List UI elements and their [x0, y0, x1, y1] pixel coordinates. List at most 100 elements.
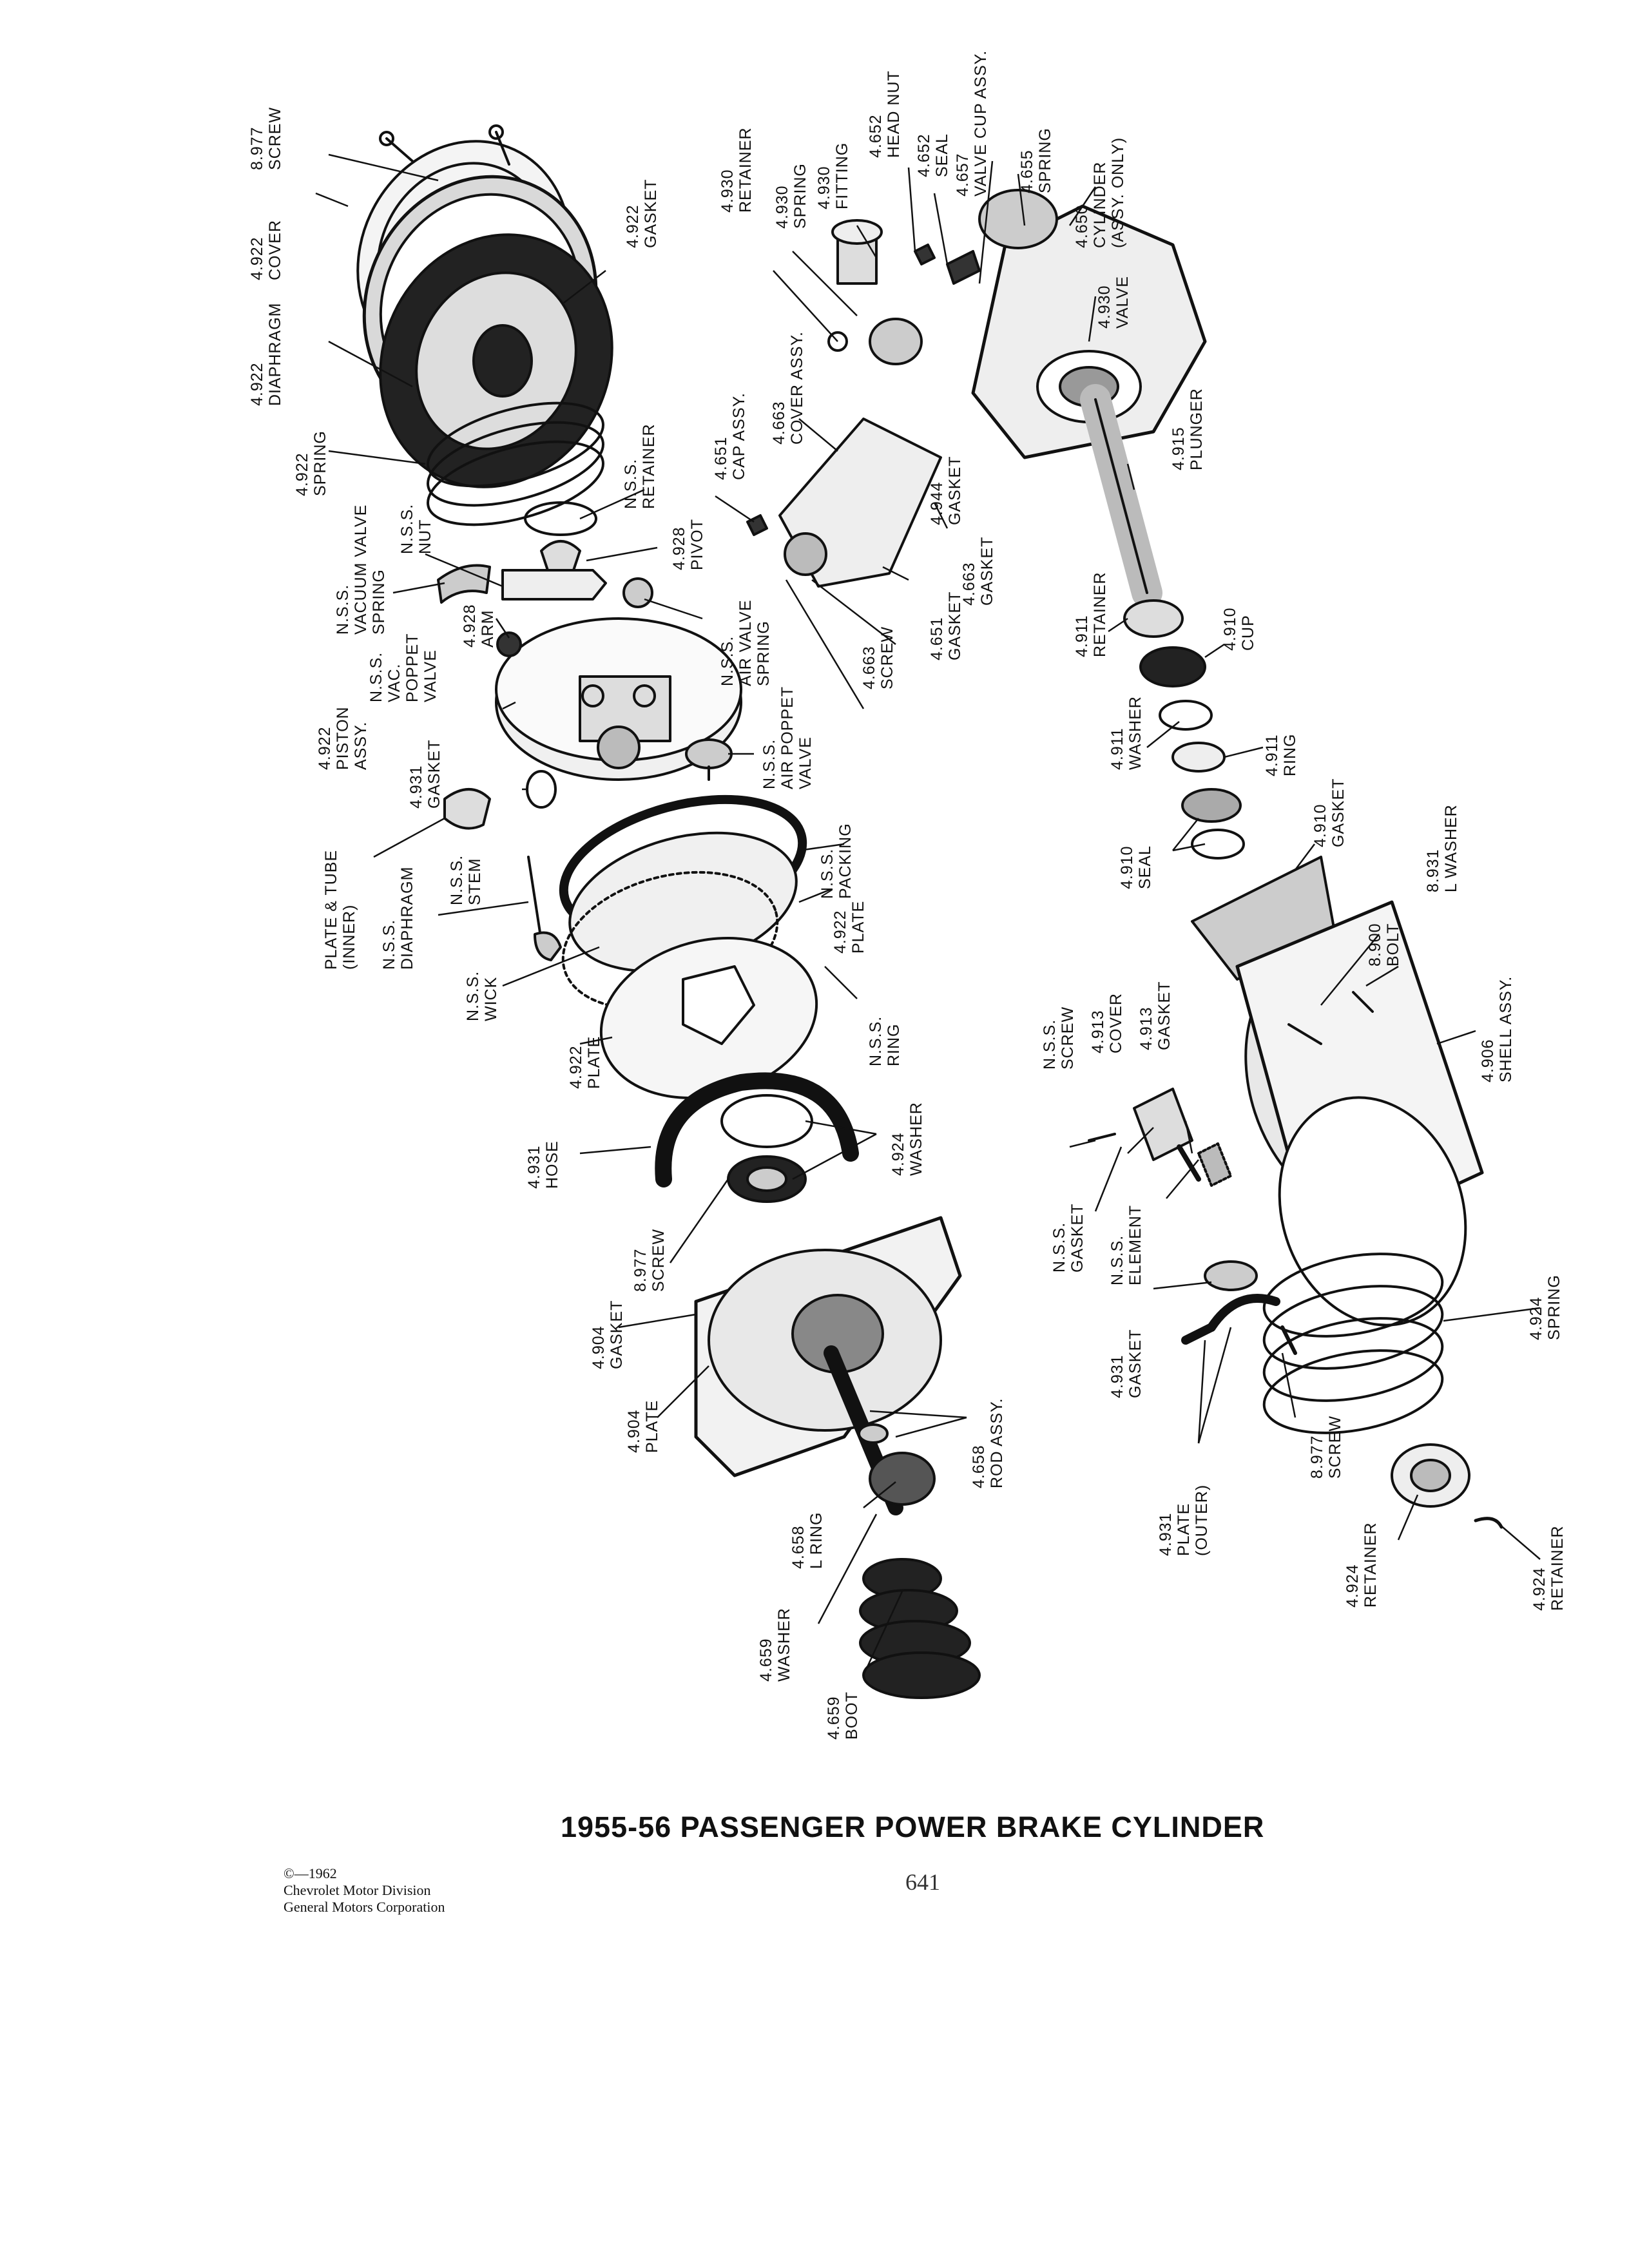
label-ring-nss: N.S.S.RING	[867, 1015, 903, 1066]
small-diaphragm	[534, 931, 562, 961]
ring-4911	[1171, 742, 1226, 773]
label-wick-nss: N.S.S.WICK	[464, 970, 500, 1021]
label-diaphragm-nss: N.S.S.DIAPHRAGM	[380, 866, 416, 970]
small-gasket	[526, 770, 557, 809]
shell-assy	[1235, 900, 1484, 1327]
label-plate-tube-inner: PLATE & TUBE(INNER)	[322, 849, 358, 970]
hose-part	[655, 1072, 859, 1203]
inner-plate-tube	[443, 788, 491, 830]
label-gasket-nss: N.S.S.GASKET	[1050, 1203, 1086, 1273]
plate-part	[599, 937, 818, 1099]
label-stem-nss: N.S.S.STEM	[448, 854, 484, 905]
label-retainer-nss: N.S.S.RETAINER	[622, 423, 658, 509]
large-spring	[427, 401, 604, 536]
plunger-rod	[1080, 384, 1162, 608]
small-cover-4913	[1088, 1088, 1232, 1187]
stem-part	[527, 856, 543, 942]
small-retainer	[827, 331, 848, 352]
diaphragm-part	[379, 233, 613, 488]
valve-body-cylinder	[971, 189, 1207, 459]
valve-cap	[869, 318, 923, 365]
washer-4911	[1159, 700, 1213, 731]
seal-4910	[1181, 788, 1242, 823]
end-retainer	[1391, 1443, 1503, 1529]
page-title: 1955-56 PASSENGER POWER BRAKE CYLINDER	[561, 1811, 1265, 1843]
seal-4910-b	[1191, 829, 1245, 860]
push-rod	[824, 1345, 936, 1515]
page-number: 641	[905, 1869, 940, 1895]
packing-ring	[559, 794, 807, 1011]
retainer-4911	[1123, 599, 1184, 638]
fitting-part	[831, 219, 981, 285]
return-spring	[1262, 1253, 1444, 1434]
cover-assy-plate	[746, 418, 942, 588]
label-nut-nss: N.S.S.NUT	[398, 503, 434, 554]
rubber-boot	[859, 1558, 981, 1699]
label-packing-nss: N.S.S.PACKING	[818, 823, 854, 899]
cup-4910	[1139, 646, 1206, 687]
label-element-nss: N.S.S.ELEMENT	[1108, 1204, 1144, 1285]
label-screw-nss: N.S.S.SCREW	[1041, 1006, 1077, 1070]
piston-assy	[495, 617, 742, 781]
copyright-notice: ©—1962 Chevrolet Motor Division General …	[284, 1865, 445, 1915]
outer-plate-gasket	[1181, 1260, 1297, 1355]
